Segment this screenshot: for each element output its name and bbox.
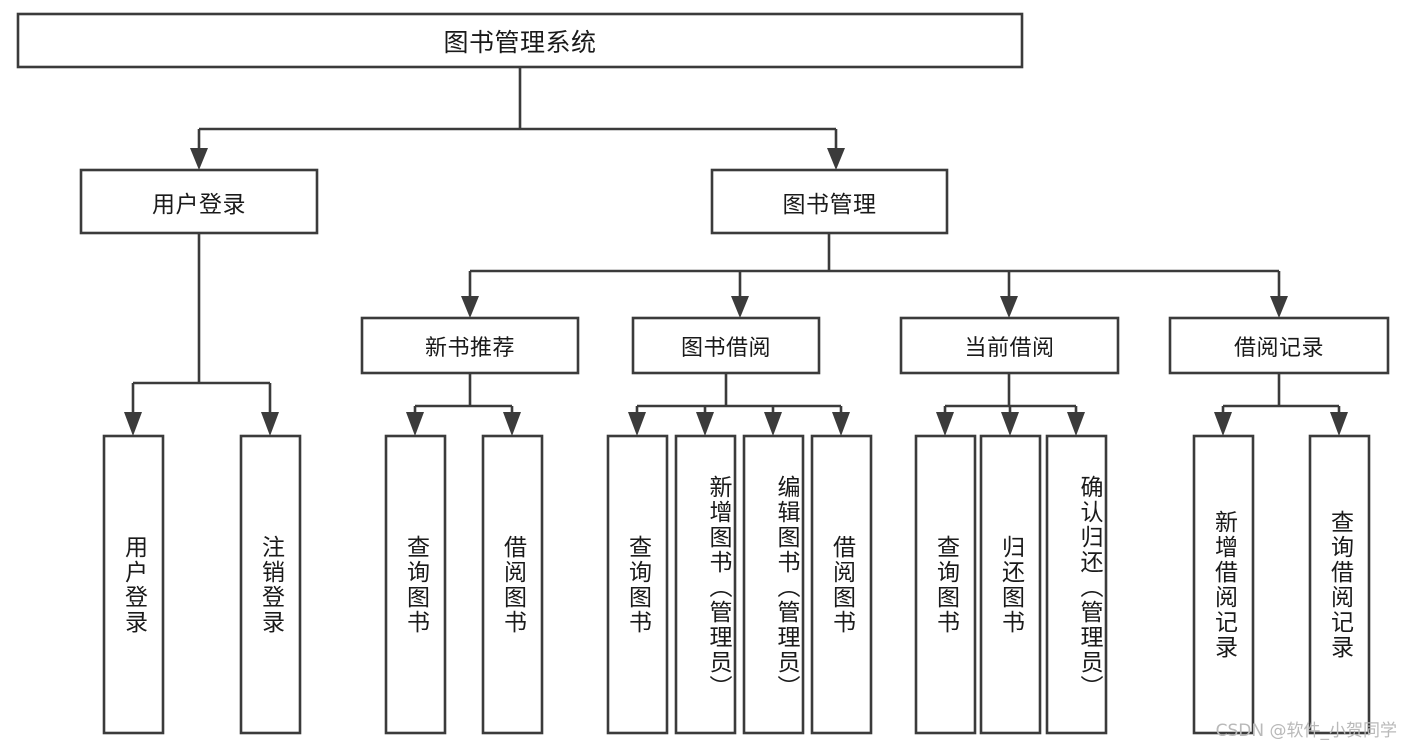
connector-root-to-level2 [197,67,838,150]
node-box-user-login[interactable] [79,168,319,235]
leaf-box-confirm-return[interactable] [1045,434,1108,735]
leaf-box-user-login[interactable] [102,434,165,735]
node-box-current-borrow[interactable] [899,316,1120,375]
leaf-box-borrow-book-2[interactable] [810,434,873,735]
leaf-box-query-book-3[interactable] [914,434,977,735]
arrow-head-leaf-confirm-return [1067,412,1085,436]
arrow-head-leaf-borrow-book-2 [832,412,850,436]
connector-user-login-to-leaves [131,233,272,414]
leaf-box-query-book-1[interactable] [384,434,447,735]
arrow-head-leaf-return-book [1001,412,1019,436]
arrow-head-leaf-add-book [696,412,714,436]
leaf-box-add-book[interactable] [674,434,737,735]
connector-borrow-record-to-leaves [1221,373,1341,414]
arrow-head-new-book-rec [461,296,479,318]
leaf-box-query-record[interactable] [1308,434,1371,735]
leaf-box-logout[interactable] [239,434,302,735]
node-box-book-manage[interactable] [710,168,949,235]
arrow-head-leaf-edit-book [764,412,782,436]
leaf-box-borrow-book-1[interactable] [481,434,544,735]
arrow-head-user-login [190,148,208,170]
node-box-new-book-rec[interactable] [360,316,580,375]
arrow-head-leaf-add-record [1214,412,1232,436]
arrow-head-leaf-query-book-2 [628,412,646,436]
arrow-head-current-borrow [1000,296,1018,318]
node-box-book-borrow[interactable] [631,316,821,375]
arrow-head-leaf-user-login [124,412,142,436]
leaf-box-query-book-2[interactable] [606,434,669,735]
arrow-head-leaf-query-record [1330,412,1348,436]
arrow-head-book-borrow [731,296,749,318]
arrow-head-leaf-borrow-book-1 [503,412,521,436]
leaf-box-edit-book[interactable] [742,434,805,735]
connector-current-borrow-to-leaves [943,373,1078,414]
arrow-head-leaf-logout [261,412,279,436]
connector-new-book-rec-to-leaves [413,373,514,414]
connector-book-borrow-to-leaves [635,373,843,414]
connector-book-manage-to-level3 [468,233,1281,298]
node-box-root[interactable] [16,12,1024,69]
arrow-head-leaf-query-book-1 [406,412,424,436]
node-box-borrow-record[interactable] [1168,316,1390,375]
arrow-head-book-manage [827,148,845,170]
leaf-box-add-record[interactable] [1192,434,1255,735]
leaf-box-return-book[interactable] [979,434,1042,735]
arrow-head-leaf-query-book-3 [936,412,954,436]
arrow-head-borrow-record [1270,296,1288,318]
